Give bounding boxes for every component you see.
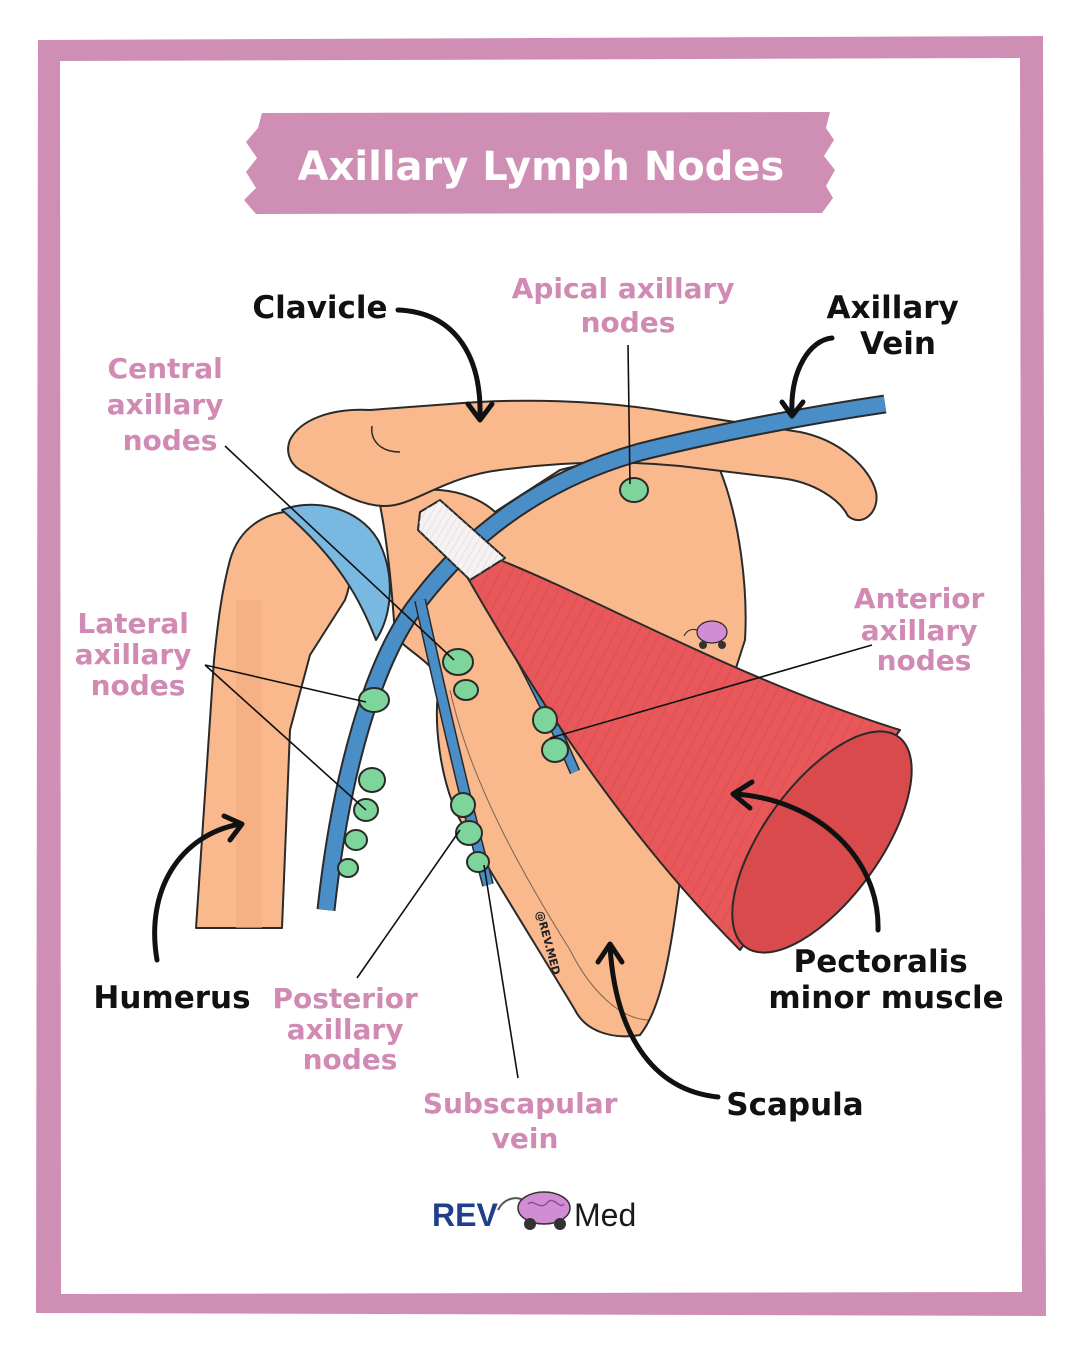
scapula-label: Scapula [726, 1087, 863, 1123]
clavicle-arrow [395, 307, 483, 421]
anterior-label: Anterior axillary nodes [854, 582, 994, 677]
labels: Clavicle Axillary Vein Apical axillary n… [75, 272, 1004, 1155]
pectoralis-label: Pectoralis minor muscle [768, 944, 1003, 1016]
central-node [442, 648, 474, 676]
apical-node [619, 477, 649, 503]
callout-arrows [152, 307, 881, 1100]
glenoid-cartilage [281, 503, 391, 641]
lateral-node [358, 767, 386, 793]
humerus-label: Humerus [93, 980, 250, 1016]
lateral-node [344, 829, 368, 851]
central-label: Central axillary nodes [107, 352, 233, 457]
page-title: Axillary Lymph Nodes [298, 144, 785, 190]
apical-label: Apical axillary nodes [512, 272, 745, 339]
posterior-label: Posterior axillary nodes [273, 982, 428, 1076]
posterior-node [450, 792, 476, 818]
lateral-node [358, 687, 390, 713]
scapula-arrow [607, 943, 721, 1100]
title-banner: Axillary Lymph Nodes [244, 112, 835, 214]
axillary-vein-label: Axillary Vein [826, 290, 969, 362]
central-node [453, 679, 479, 701]
leader-lines [204, 344, 873, 1079]
pectoralis-arrow [732, 791, 881, 933]
posterior-node [455, 820, 483, 846]
lateral-node [337, 858, 359, 878]
anterior-node [541, 737, 569, 763]
clavicle-label: Clavicle [252, 290, 387, 326]
axillary-vein-arrow [789, 335, 835, 417]
anterior-node [532, 706, 558, 734]
subscapular-label: Subscapular vein [423, 1087, 627, 1155]
humerus-arrow [152, 821, 243, 963]
brand-logo: REV Med [432, 1191, 636, 1233]
pectoralis-minor-muscle [417, 499, 913, 954]
brand-med: Med [574, 1197, 636, 1233]
brand-rev: REV [432, 1197, 498, 1233]
lymph-nodes [337, 477, 649, 878]
lateral-label: Lateral axillary nodes [75, 607, 201, 702]
mascot-icon [683, 620, 728, 649]
brain-car-icon [497, 1191, 571, 1230]
posterior-node [466, 851, 490, 873]
axillary-vein [316, 394, 887, 912]
